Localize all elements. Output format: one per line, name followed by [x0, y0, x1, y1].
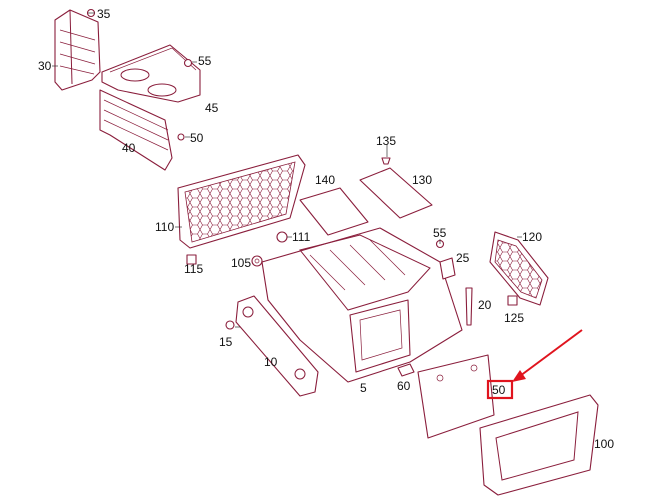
part-111-grommet[interactable] [276, 231, 288, 243]
part-5-main-housing[interactable] [261, 227, 463, 383]
label-55-right: 55 [433, 226, 447, 240]
label-5: 5 [360, 381, 367, 395]
label-15: 15 [219, 335, 233, 349]
part-115-clip[interactable] [186, 254, 197, 265]
label-125: 125 [504, 311, 524, 325]
label-115: 115 [184, 262, 203, 276]
part-55-nut-top[interactable] [183, 58, 193, 68]
label-140: 140 [315, 173, 335, 187]
label-50-highlighted: 50 [492, 383, 506, 397]
part-105-grommet[interactable] [251, 255, 263, 267]
part-50-cover-plate[interactable] [417, 354, 495, 439]
part-25-bracket[interactable] [439, 257, 456, 280]
leader-lines [52, 12, 522, 328]
part-60-label[interactable] [397, 363, 415, 377]
part-125-clip[interactable] [507, 295, 518, 306]
highlight-arrow-head [512, 370, 526, 382]
part-100-trim-bezel[interactable] [479, 394, 599, 496]
label-100: 100 [594, 437, 614, 451]
label-111: 111 [292, 230, 311, 244]
label-60: 60 [397, 379, 411, 393]
part-140-pad[interactable] [299, 187, 369, 236]
label-110: 110 [155, 220, 174, 234]
label-135: 135 [376, 134, 396, 148]
label-20: 20 [478, 298, 492, 312]
label-10: 10 [264, 355, 278, 369]
label-25: 25 [456, 251, 470, 265]
part-labels: 35 30 55 45 50 40 135 130 140 110 111 55… [38, 7, 614, 451]
label-45: 45 [205, 101, 219, 115]
label-55-top: 55 [198, 54, 212, 68]
label-130: 130 [412, 173, 432, 187]
part-130-cover-plate[interactable] [359, 167, 433, 219]
label-105: 105 [231, 256, 251, 270]
highlight-callout: 50 [486, 329, 583, 400]
part-30-side-bracket[interactable] [54, 9, 101, 91]
part-15-bolt[interactable] [225, 320, 235, 330]
label-30: 30 [38, 59, 52, 73]
highlight-arrow [519, 329, 583, 377]
highlight-box [486, 379, 514, 400]
part-20-bolt[interactable] [465, 287, 473, 326]
part-50-bolt-left[interactable] [177, 133, 185, 141]
label-50-top: 50 [190, 131, 204, 145]
part-120-mesh-panel-right[interactable] [489, 231, 549, 306]
part-135-screw[interactable] [381, 157, 391, 165]
part-110-mesh-panel-left[interactable] [177, 154, 306, 249]
part-10-mount-bracket[interactable] [235, 295, 319, 397]
part-45-cup-holder-tray[interactable] [101, 44, 201, 103]
label-40: 40 [122, 141, 136, 155]
label-35: 35 [97, 7, 111, 21]
label-120: 120 [522, 230, 542, 244]
part-40-slide-rail[interactable] [99, 89, 173, 171]
